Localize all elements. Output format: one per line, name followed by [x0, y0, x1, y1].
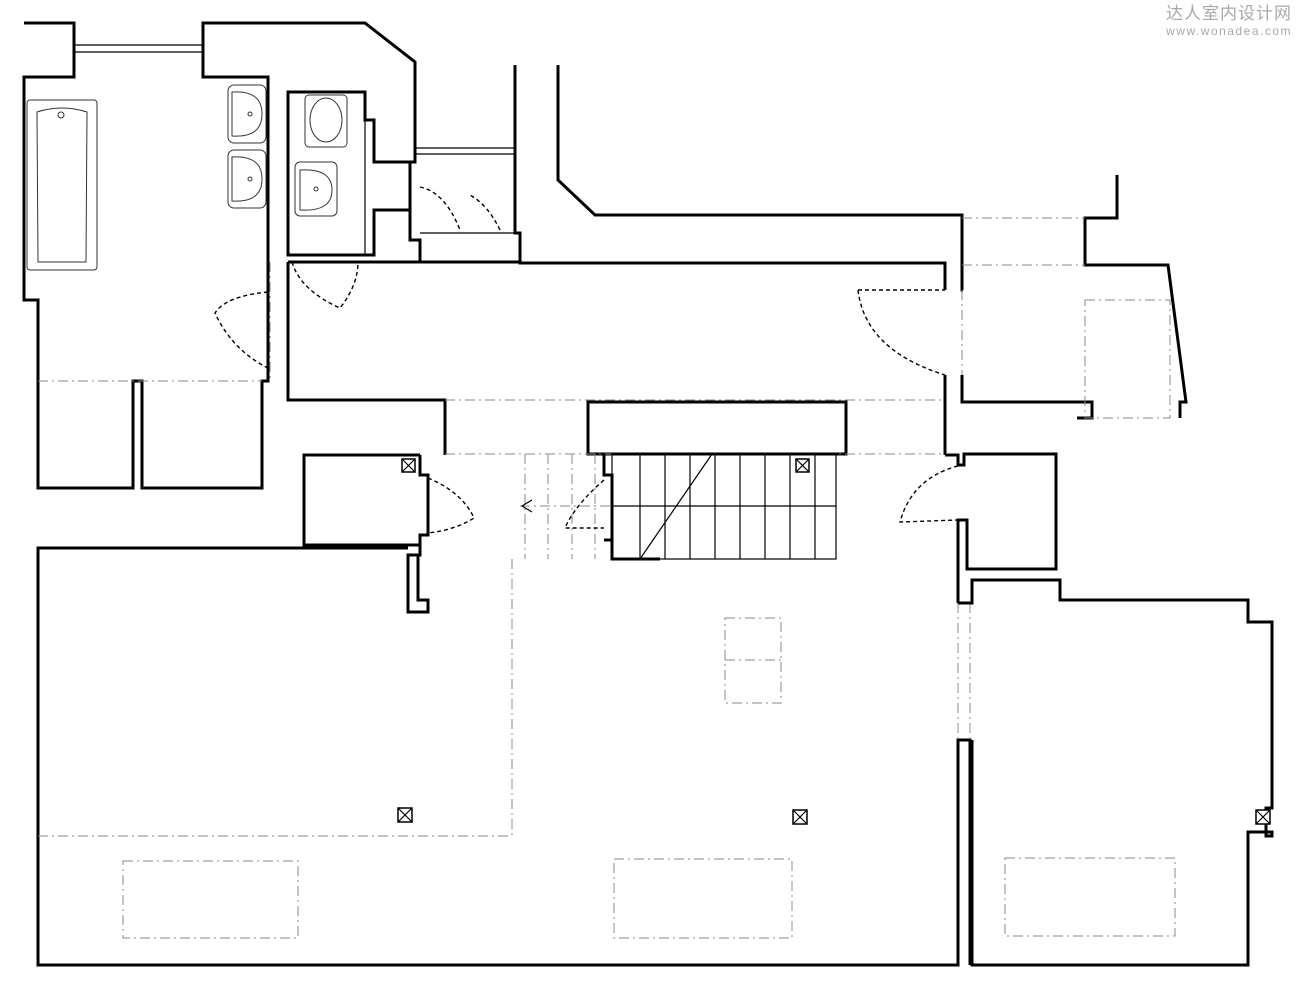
room-wall [958, 578, 1274, 967]
hidden-box [1004, 857, 1176, 937]
toilet-icon [304, 94, 348, 148]
watermark-title: 达人室内设计网 [1166, 4, 1292, 24]
closet [408, 65, 522, 262]
corridor [269, 260, 947, 455]
door-arc-icon [563, 479, 605, 529]
closet-wall [513, 65, 522, 262]
watermark-url: www.wonadea.com [1166, 24, 1292, 38]
bathtub-icon [26, 99, 98, 271]
closet-wall [408, 210, 422, 262]
exterior-wall [1083, 175, 1188, 418]
sink-icon [227, 149, 267, 209]
hidden-box [1084, 299, 1171, 419]
door-arc-icon [899, 465, 959, 523]
storage-wall [945, 452, 1058, 603]
sink-icon [294, 161, 338, 217]
storage-left [302, 453, 475, 614]
x-box-icon [792, 809, 808, 825]
door-arc-icon [291, 261, 359, 309]
door-arc-icon [857, 289, 946, 376]
x-box-icon [1255, 809, 1271, 825]
hidden-box [613, 858, 793, 939]
watermark: 达人室内设计网 www.wonadea.com [1166, 4, 1292, 38]
exterior-wall [960, 375, 1094, 420]
corridor-wall [286, 262, 447, 455]
wc [291, 94, 366, 309]
hidden-box [724, 617, 782, 704]
x-box-icon [401, 458, 416, 473]
sink-icon [227, 84, 267, 144]
upper-right-block [556, 65, 1188, 455]
x-box-icon [397, 807, 413, 823]
exterior-wall [556, 65, 964, 292]
stair-wall [602, 454, 660, 561]
main-hall [36, 546, 972, 967]
hidden-box [122, 860, 299, 939]
hall-wall [36, 546, 972, 967]
beam [586, 400, 848, 456]
column-markers [397, 458, 1271, 825]
bathroom [22, 21, 417, 490]
storage-wall [302, 453, 430, 547]
door-arc-icon [427, 477, 475, 534]
storage-wall [406, 545, 430, 614]
stair-icon [520, 453, 837, 560]
door-arc-icon [419, 186, 461, 231]
bathroom-wall [22, 21, 417, 490]
door-arc-icon [469, 194, 501, 231]
stair-area [445, 400, 945, 561]
lower-right-room [958, 578, 1274, 967]
x-box-icon [795, 458, 810, 473]
storage-right [899, 452, 1058, 603]
door-arc-icon [214, 291, 269, 369]
corridor-wall [288, 260, 947, 290]
